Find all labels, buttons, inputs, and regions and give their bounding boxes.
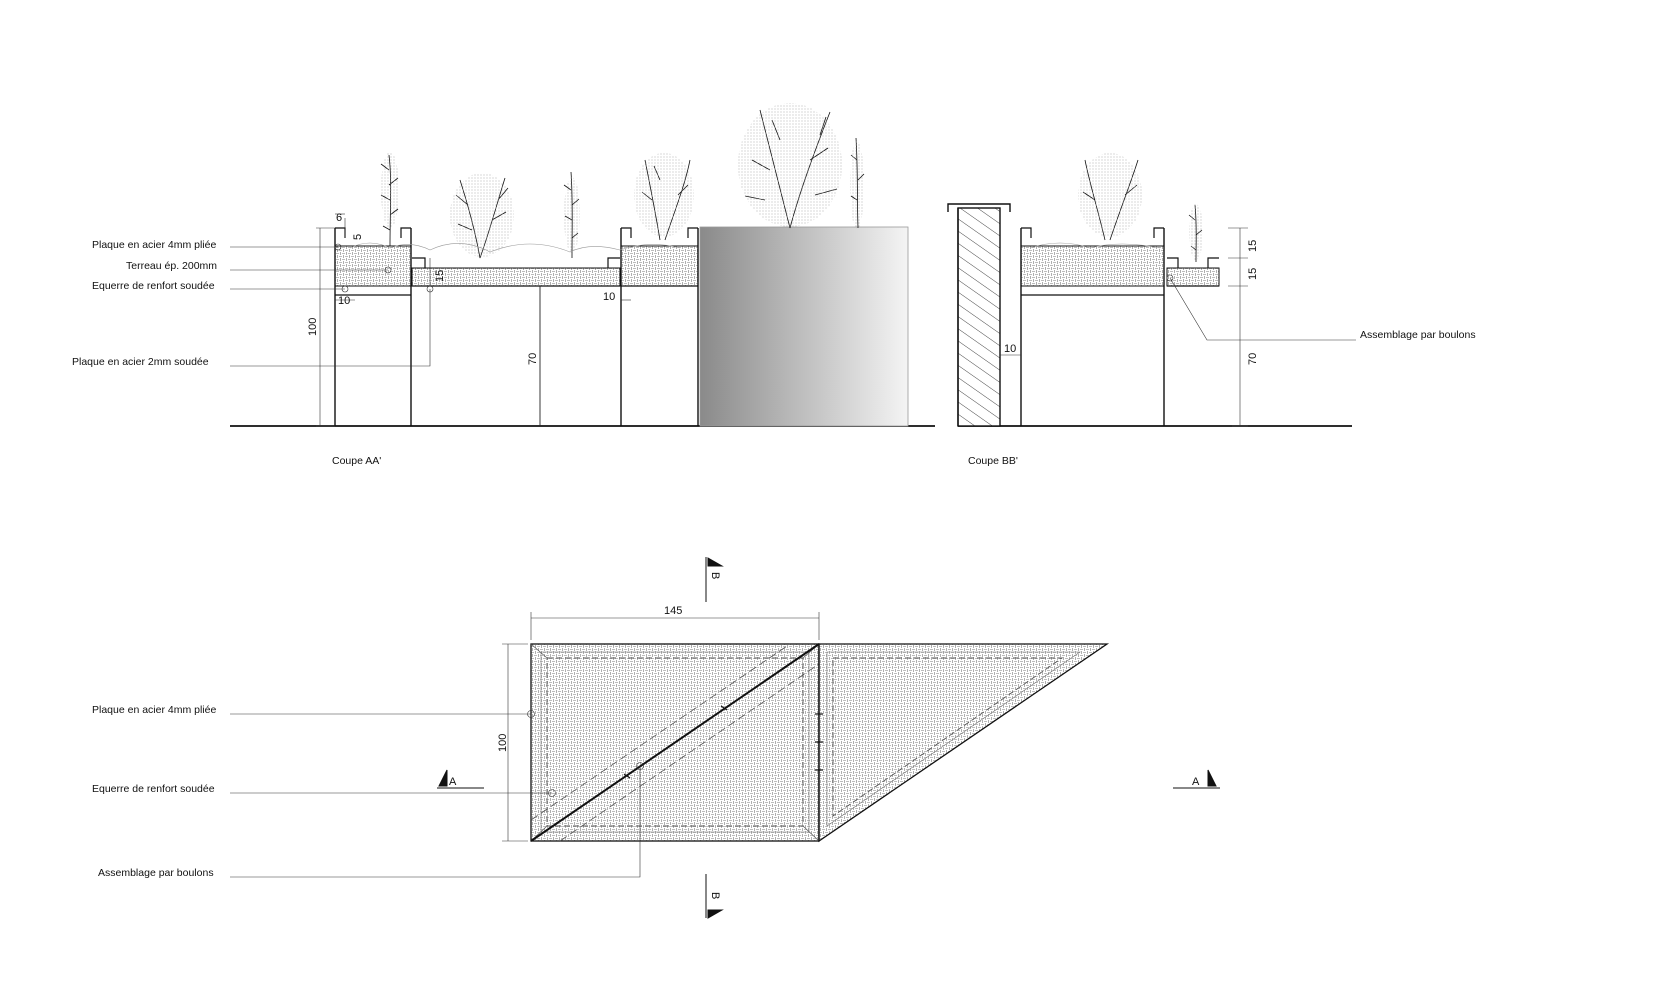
planter-bb-small <box>1166 257 1220 287</box>
dim-70-aa: 70 <box>527 353 539 365</box>
label-plate-4mm-aa: Plaque en acier 4mm pliée <box>92 239 216 251</box>
label-bolts-bb: Assemblage par boulons <box>1360 329 1476 341</box>
shaded-block <box>699 226 909 427</box>
dim-10-aa-left: 10 <box>338 295 350 307</box>
plan-triangle <box>818 643 1110 843</box>
plan-view <box>230 557 1220 919</box>
dim-70-bb: 70 <box>1247 353 1259 365</box>
caption-section-bb: Coupe BB' <box>968 455 1018 467</box>
label-soil: Terreau ép. 200mm <box>126 260 217 272</box>
dim-5: 5 <box>352 234 364 240</box>
planter-right <box>620 227 699 426</box>
label-bracket-aa: Equerre de renfort soudée <box>92 280 215 292</box>
dim-10-bb: 10 <box>1004 343 1016 355</box>
section-mark-a-right <box>1173 769 1220 789</box>
caption-section-aa: Coupe AA' <box>332 455 381 467</box>
vegetation-bb <box>1029 153 1203 263</box>
dim-6: 6 <box>336 212 342 224</box>
dim-100-aa: 100 <box>307 318 319 336</box>
label-bracket-plan: Equerre de renfort soudée <box>92 783 215 795</box>
dim-15-aa: 15 <box>434 270 446 282</box>
dim-15-bb-top: 15 <box>1247 240 1259 252</box>
section-bb <box>947 153 1356 427</box>
hatched-wall <box>957 207 1001 427</box>
vegetation-aa <box>349 103 865 259</box>
label-plate-2mm: Plaque en acier 2mm soudée <box>72 356 209 368</box>
section-letter-b-top: B <box>709 572 721 579</box>
dim-100-plan: 100 <box>497 734 509 752</box>
dimensions-bb <box>1000 227 1248 427</box>
dimensions-plan <box>502 612 820 842</box>
section-mark-b-bottom <box>705 874 724 919</box>
label-bolts-plan: Assemblage par boulons <box>98 867 214 879</box>
section-mark-b-top <box>705 557 724 602</box>
planter-left <box>334 227 412 426</box>
section-letter-b-bottom: B <box>709 892 721 899</box>
leaders-plan <box>230 710 644 878</box>
planter-middle <box>411 257 621 426</box>
section-letter-a-left: A <box>449 776 457 788</box>
section-mark-a-left <box>437 769 484 789</box>
dim-10-aa-right: 10 <box>603 291 615 303</box>
section-letter-a-right: A <box>1192 776 1200 788</box>
leaders-aa <box>230 243 434 367</box>
planter-bb-large <box>1020 227 1165 426</box>
dim-145: 145 <box>664 605 682 617</box>
dim-15-bb-bottom: 15 <box>1247 268 1259 280</box>
dimensions-aa <box>316 213 631 427</box>
plan-diagonal <box>530 643 820 842</box>
section-aa <box>230 103 935 427</box>
label-plate-4mm-plan: Plaque en acier 4mm pliée <box>92 704 216 716</box>
leader-bb <box>1166 274 1356 341</box>
